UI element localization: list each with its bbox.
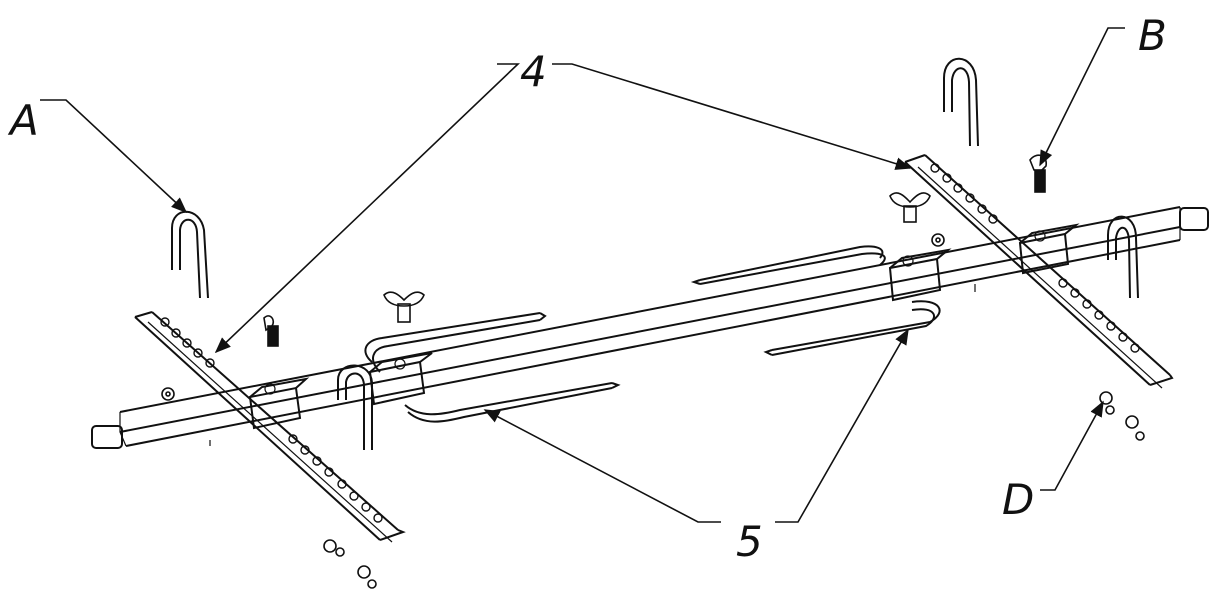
main-tube xyxy=(91,206,1209,449)
callout-5: 5 xyxy=(736,517,763,566)
callout-a: A xyxy=(7,96,39,145)
callout-d: D xyxy=(1002,475,1034,524)
wing-nuts xyxy=(161,154,1145,589)
left-cross-rail xyxy=(134,311,406,543)
ground-stakes xyxy=(364,245,941,423)
callout-4: 4 xyxy=(520,47,547,96)
callout-leaders xyxy=(40,27,1125,523)
callout-b: B xyxy=(1138,11,1167,60)
u-bolts xyxy=(171,57,1139,450)
